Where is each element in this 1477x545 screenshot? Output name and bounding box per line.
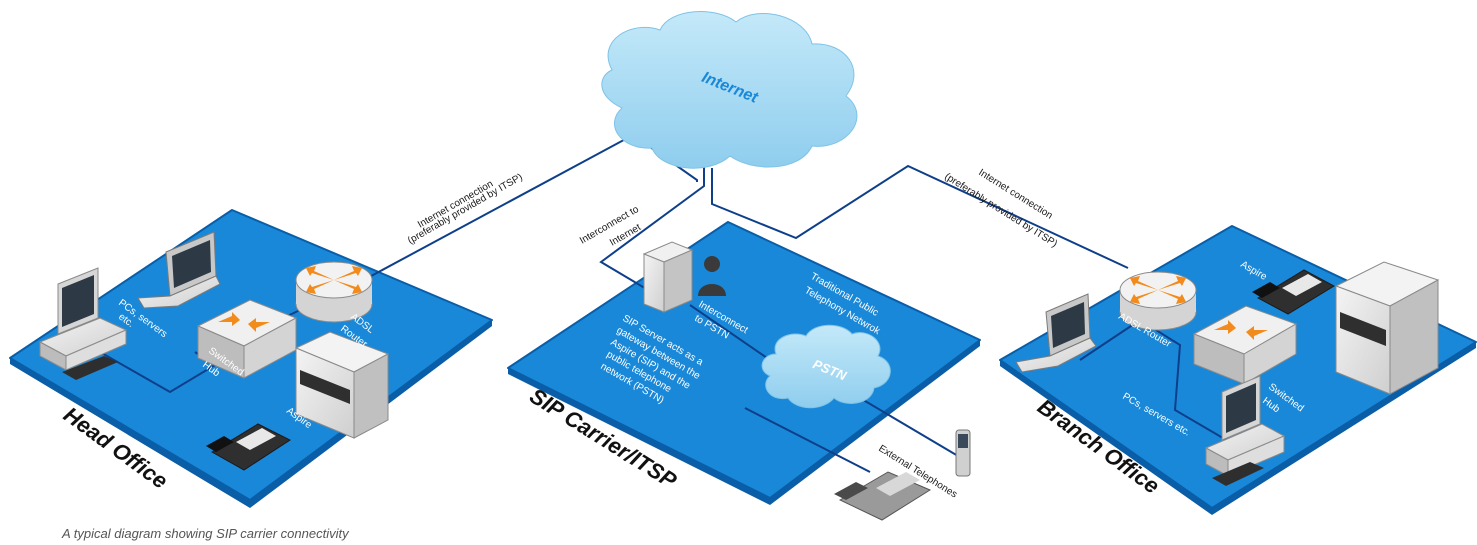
internet-cloud: Internet (601, 11, 858, 169)
branch-switched-hub (1192, 305, 1298, 385)
sip-server (642, 241, 694, 313)
pstn-cloud: PSTN (761, 324, 891, 409)
branch-adsl-router (1119, 271, 1197, 331)
branch-pc-desktop (1204, 375, 1286, 486)
sip-pstn-mobile-link (859, 397, 959, 457)
head-laptop (137, 231, 221, 309)
sip-external-mobile-phone (955, 429, 971, 477)
head-telephone (206, 423, 292, 471)
branch-aspire-cabinet (1334, 261, 1440, 395)
head-link-label-line2: (preferably provided by ITSP) (406, 172, 525, 247)
sip-external-desk-phone (834, 471, 932, 521)
head-adsl-router (295, 261, 373, 323)
sip-internet-link (599, 162, 705, 291)
branch-telephone (1252, 269, 1336, 315)
branch-laptop (1015, 293, 1097, 373)
branch-lan-links (1079, 318, 1241, 449)
sip-person-icon (698, 256, 726, 296)
sip-pstn-phone-link (744, 407, 871, 473)
branch-office-internet-link (711, 164, 1129, 269)
diagram-caption: A typical diagram showing SIP carrier co… (62, 526, 349, 541)
head-pc-desktop (38, 267, 128, 380)
head-aspire-cabinet (294, 331, 390, 439)
sip-pstn-link (689, 304, 771, 361)
